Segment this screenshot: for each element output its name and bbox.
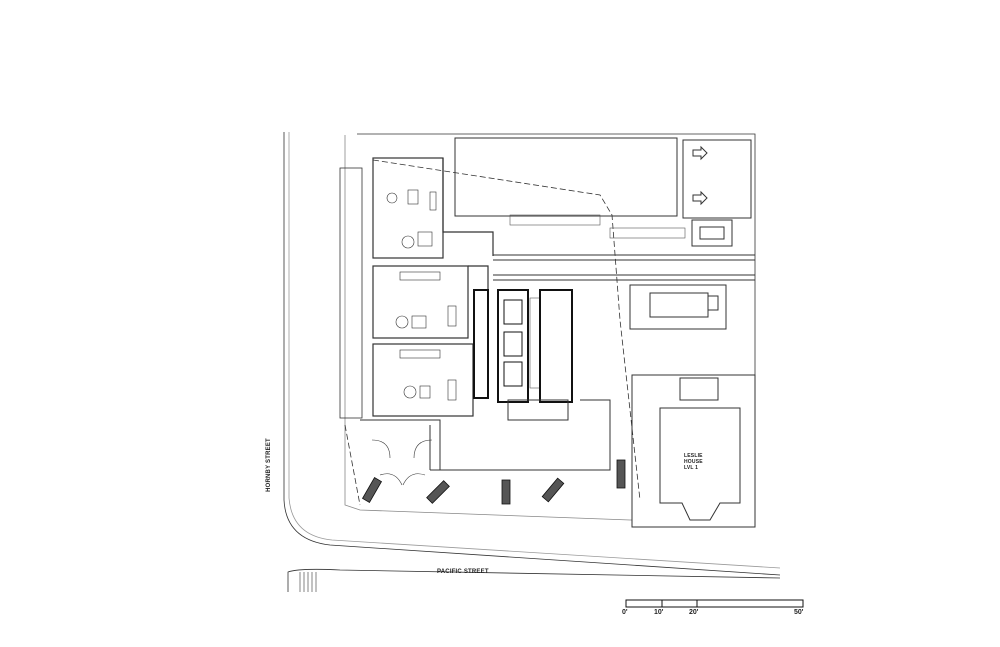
columns [361,459,626,505]
scale-tick-0: 0' [622,609,628,616]
arrow-left-icon [692,145,708,161]
pacific-street-label: PACIFIC STREET [437,569,489,575]
pool [629,284,727,330]
residential-units [339,157,494,419]
lobby [360,399,611,486]
scale-tick-10: 10' [654,609,664,616]
building-core [473,289,573,403]
leslie-house [631,374,756,528]
leslie-label-line3: LVL 1 [684,465,699,471]
leslie-label-line2: HOUSE [684,459,703,465]
scale-tick-50: 50' [794,609,804,616]
stairs-hatch [299,572,317,592]
stair-treads [509,214,686,389]
leslie-label-line1: LESLIE [684,453,703,459]
hornby-street-curb [283,132,781,576]
north-building [454,137,755,281]
scale-tick-20: 20' [689,609,699,616]
scale-bar [625,599,804,608]
overhang-line [372,159,641,501]
furniture [386,189,457,401]
sidewalk-line [288,132,781,569]
hornby-street-label: HORNBY STREET [265,438,272,492]
overhang-line-left [344,424,361,506]
property-line [344,135,632,521]
leslie-house-label: LESLIE HOUSE LVL 1 [684,453,703,471]
pacific-street-curb [287,568,781,592]
arrow-right-icon [692,190,708,206]
